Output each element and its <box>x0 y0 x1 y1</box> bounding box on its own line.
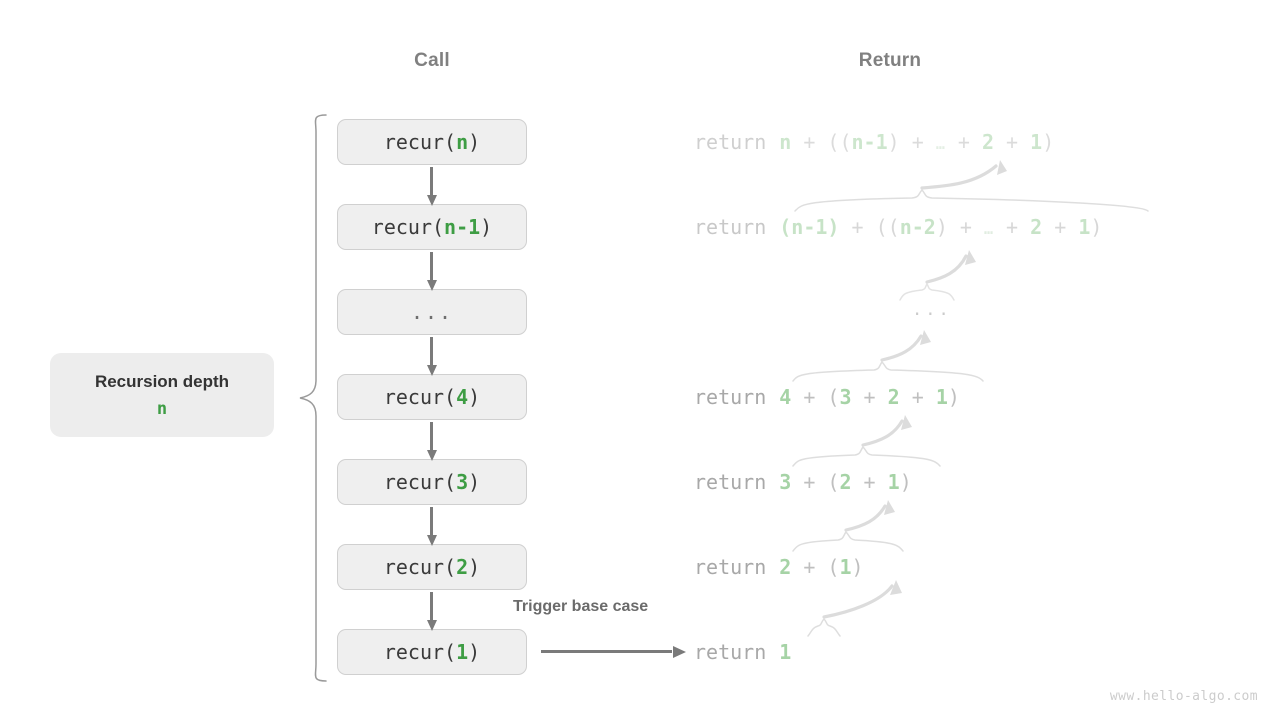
call-box-text: recur(4) <box>383 385 481 409</box>
return-row-2: return 2 + (1) <box>694 544 864 590</box>
call-box-text: recur(n) <box>383 130 481 154</box>
call-box-text: ... <box>410 300 454 324</box>
return-keyword: return <box>694 555 767 579</box>
call-box-recur-n-minus-1[interactable]: recur(n-1) <box>337 204 527 250</box>
watermark: www.hello-algo.com <box>1109 689 1258 704</box>
call-arrow-down-icon <box>426 592 438 631</box>
call-box-recur-1[interactable]: recur(1) <box>337 629 527 675</box>
call-arrow-down-icon <box>426 507 438 546</box>
return-row-n: return n + ((n-1) + … + 2 + 1) <box>694 119 1054 165</box>
return-expression: 4 + (3 + 2 + 1) <box>779 385 960 409</box>
column-header-call: Call <box>414 50 450 71</box>
return-row-n-minus-1: return (n-1) + ((n-2) + … + 2 + 1) <box>694 204 1102 250</box>
call-box-recur-2[interactable]: recur(2) <box>337 544 527 590</box>
call-arrow-down-icon <box>426 337 438 376</box>
recursion-depth-brace <box>299 114 327 682</box>
return-row-1: return 1 <box>694 629 791 675</box>
call-box-text: recur(2) <box>383 555 481 579</box>
return-keyword: return <box>694 385 767 409</box>
recursion-depth-title: Recursion depth <box>94 371 230 391</box>
trigger-base-case-arrow-icon <box>541 645 686 659</box>
trigger-base-case-label: Trigger base case <box>513 598 649 615</box>
call-box-text: recur(n-1) <box>371 215 493 239</box>
return-keyword: return <box>694 130 767 154</box>
call-arrow-down-icon <box>426 167 438 206</box>
call-box-recur-n[interactable]: recur(n) <box>337 119 527 165</box>
call-box-ellipsis[interactable]: ... <box>337 289 527 335</box>
return-expression: n + ((n-1) + … + 2 + 1) <box>779 130 1055 154</box>
return-row-ellipsis: ... <box>912 300 952 320</box>
return-expression: 1 <box>779 640 792 664</box>
return-expression: 2 + (1) <box>779 555 864 579</box>
call-arrow-down-icon <box>426 252 438 291</box>
call-box-text: recur(1) <box>383 640 481 664</box>
recursion-depth-label: Recursion depth n <box>50 353 274 437</box>
call-box-recur-4[interactable]: recur(4) <box>337 374 527 420</box>
return-row-4: return 4 + (3 + 2 + 1) <box>694 374 960 420</box>
call-arrow-down-icon <box>426 422 438 461</box>
return-keyword: return <box>694 640 767 664</box>
recursion-depth-value: n <box>156 398 168 419</box>
call-box-recur-3[interactable]: recur(3) <box>337 459 527 505</box>
return-expression: (n-1) + ((n-2) + … + 2 + 1) <box>779 215 1103 239</box>
return-keyword: return <box>694 470 767 494</box>
column-header-return: Return <box>858 50 922 71</box>
call-box-text: recur(3) <box>383 470 481 494</box>
return-row-3: return 3 + (2 + 1) <box>694 459 912 505</box>
return-expression: 3 + (2 + 1) <box>779 470 912 494</box>
return-keyword: return <box>694 215 767 239</box>
